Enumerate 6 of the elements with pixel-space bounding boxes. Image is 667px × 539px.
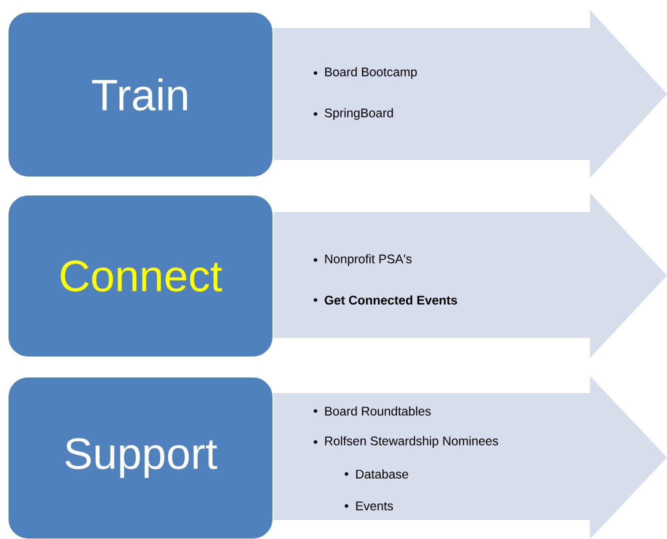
- arrow-panel: Board Roundtables Rolfsen Stewardship Nominees Database Events: [262, 376, 667, 539]
- label-box: Support: [8, 376, 274, 539]
- arrow-panel: Board Bootcamp SpringBoard: [262, 10, 667, 178]
- label-box: Train: [8, 12, 274, 178]
- arrow-panel: Nonprofit PSA's Get Connected Events: [262, 193, 667, 358]
- label-box: Connect: [8, 194, 274, 358]
